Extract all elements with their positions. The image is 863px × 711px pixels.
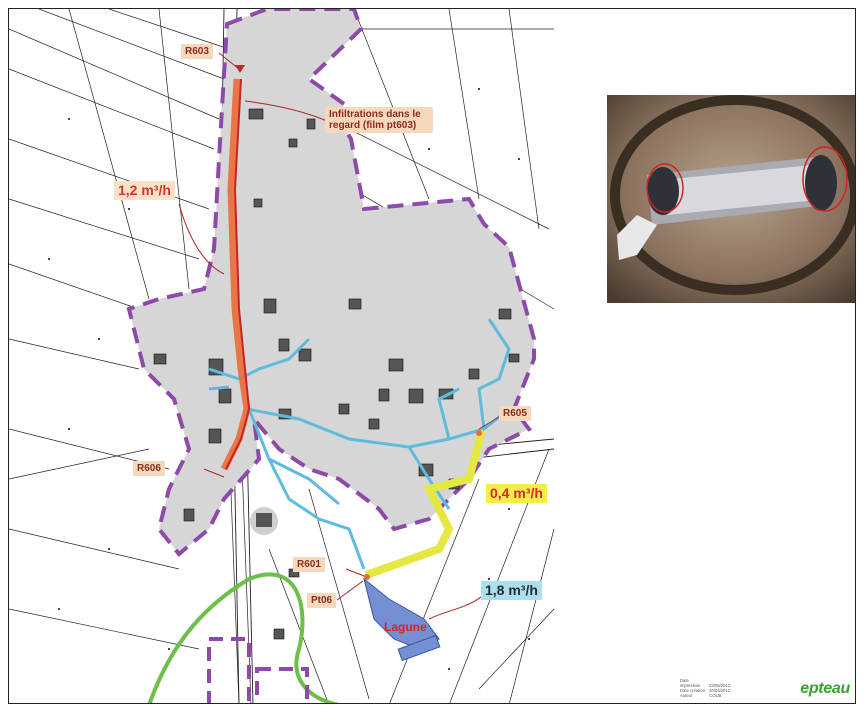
manhole-label-r605: R605 <box>499 406 531 421</box>
hatched-square <box>256 513 272 527</box>
point-label-pt06: Pt06 <box>307 593 337 608</box>
green-boundary <box>147 572 340 703</box>
meta-key: Auteur <box>680 693 693 698</box>
infiltration-annotation: Infiltrations dans le regard (film pt603… <box>325 107 433 133</box>
manhole-label-r603: R603 <box>181 44 213 59</box>
flow-label-right: 0,4 m³/h <box>486 484 547 504</box>
parcel-dots <box>48 88 530 670</box>
pt06-marker <box>364 574 370 580</box>
flow-label-bottom: 1,8 m³/h <box>481 581 542 601</box>
map-frame: R603 Infiltrations dans le regard (film … <box>8 8 856 704</box>
flow-label-upper-left: 1,2 m³/h <box>114 181 175 201</box>
meta-row-print-date: Date impression 23/05/2013 <box>680 678 730 688</box>
brand-logo: epteau <box>800 680 850 697</box>
meta-value: 20/04/2012 <box>709 688 731 693</box>
meta-value: 23/05/2013 <box>709 683 731 688</box>
footer: Date impression 23/05/2013 Date création… <box>680 678 850 702</box>
meta-row-author: Auteur COUB <box>680 693 730 698</box>
manhole-label-r606: R606 <box>133 461 165 476</box>
manhole-photo <box>607 95 855 303</box>
manhole-photo-drawing <box>607 95 855 303</box>
lower-zones <box>207 637 309 703</box>
r603-arrow-head <box>235 65 245 73</box>
r605-marker <box>476 430 482 436</box>
yellow-flow-path <box>365 430 485 578</box>
orange-collector <box>220 78 251 471</box>
lagoon-basin <box>397 634 441 662</box>
red-collector-line <box>225 78 251 470</box>
meta-row-creation-date: Date création 20/04/2012 <box>680 688 730 693</box>
map-canvas <box>9 9 555 703</box>
lagoon-label: Lagune <box>384 620 427 634</box>
blue-sewer-network <box>208 318 511 570</box>
meta-key: Date impression <box>680 678 701 688</box>
meta-key: Date création <box>680 688 705 693</box>
meta-value: COUB <box>709 693 722 698</box>
footer-meta: Date impression 23/05/2013 Date création… <box>680 678 730 698</box>
manhole-label-r601: R601 <box>293 557 325 572</box>
